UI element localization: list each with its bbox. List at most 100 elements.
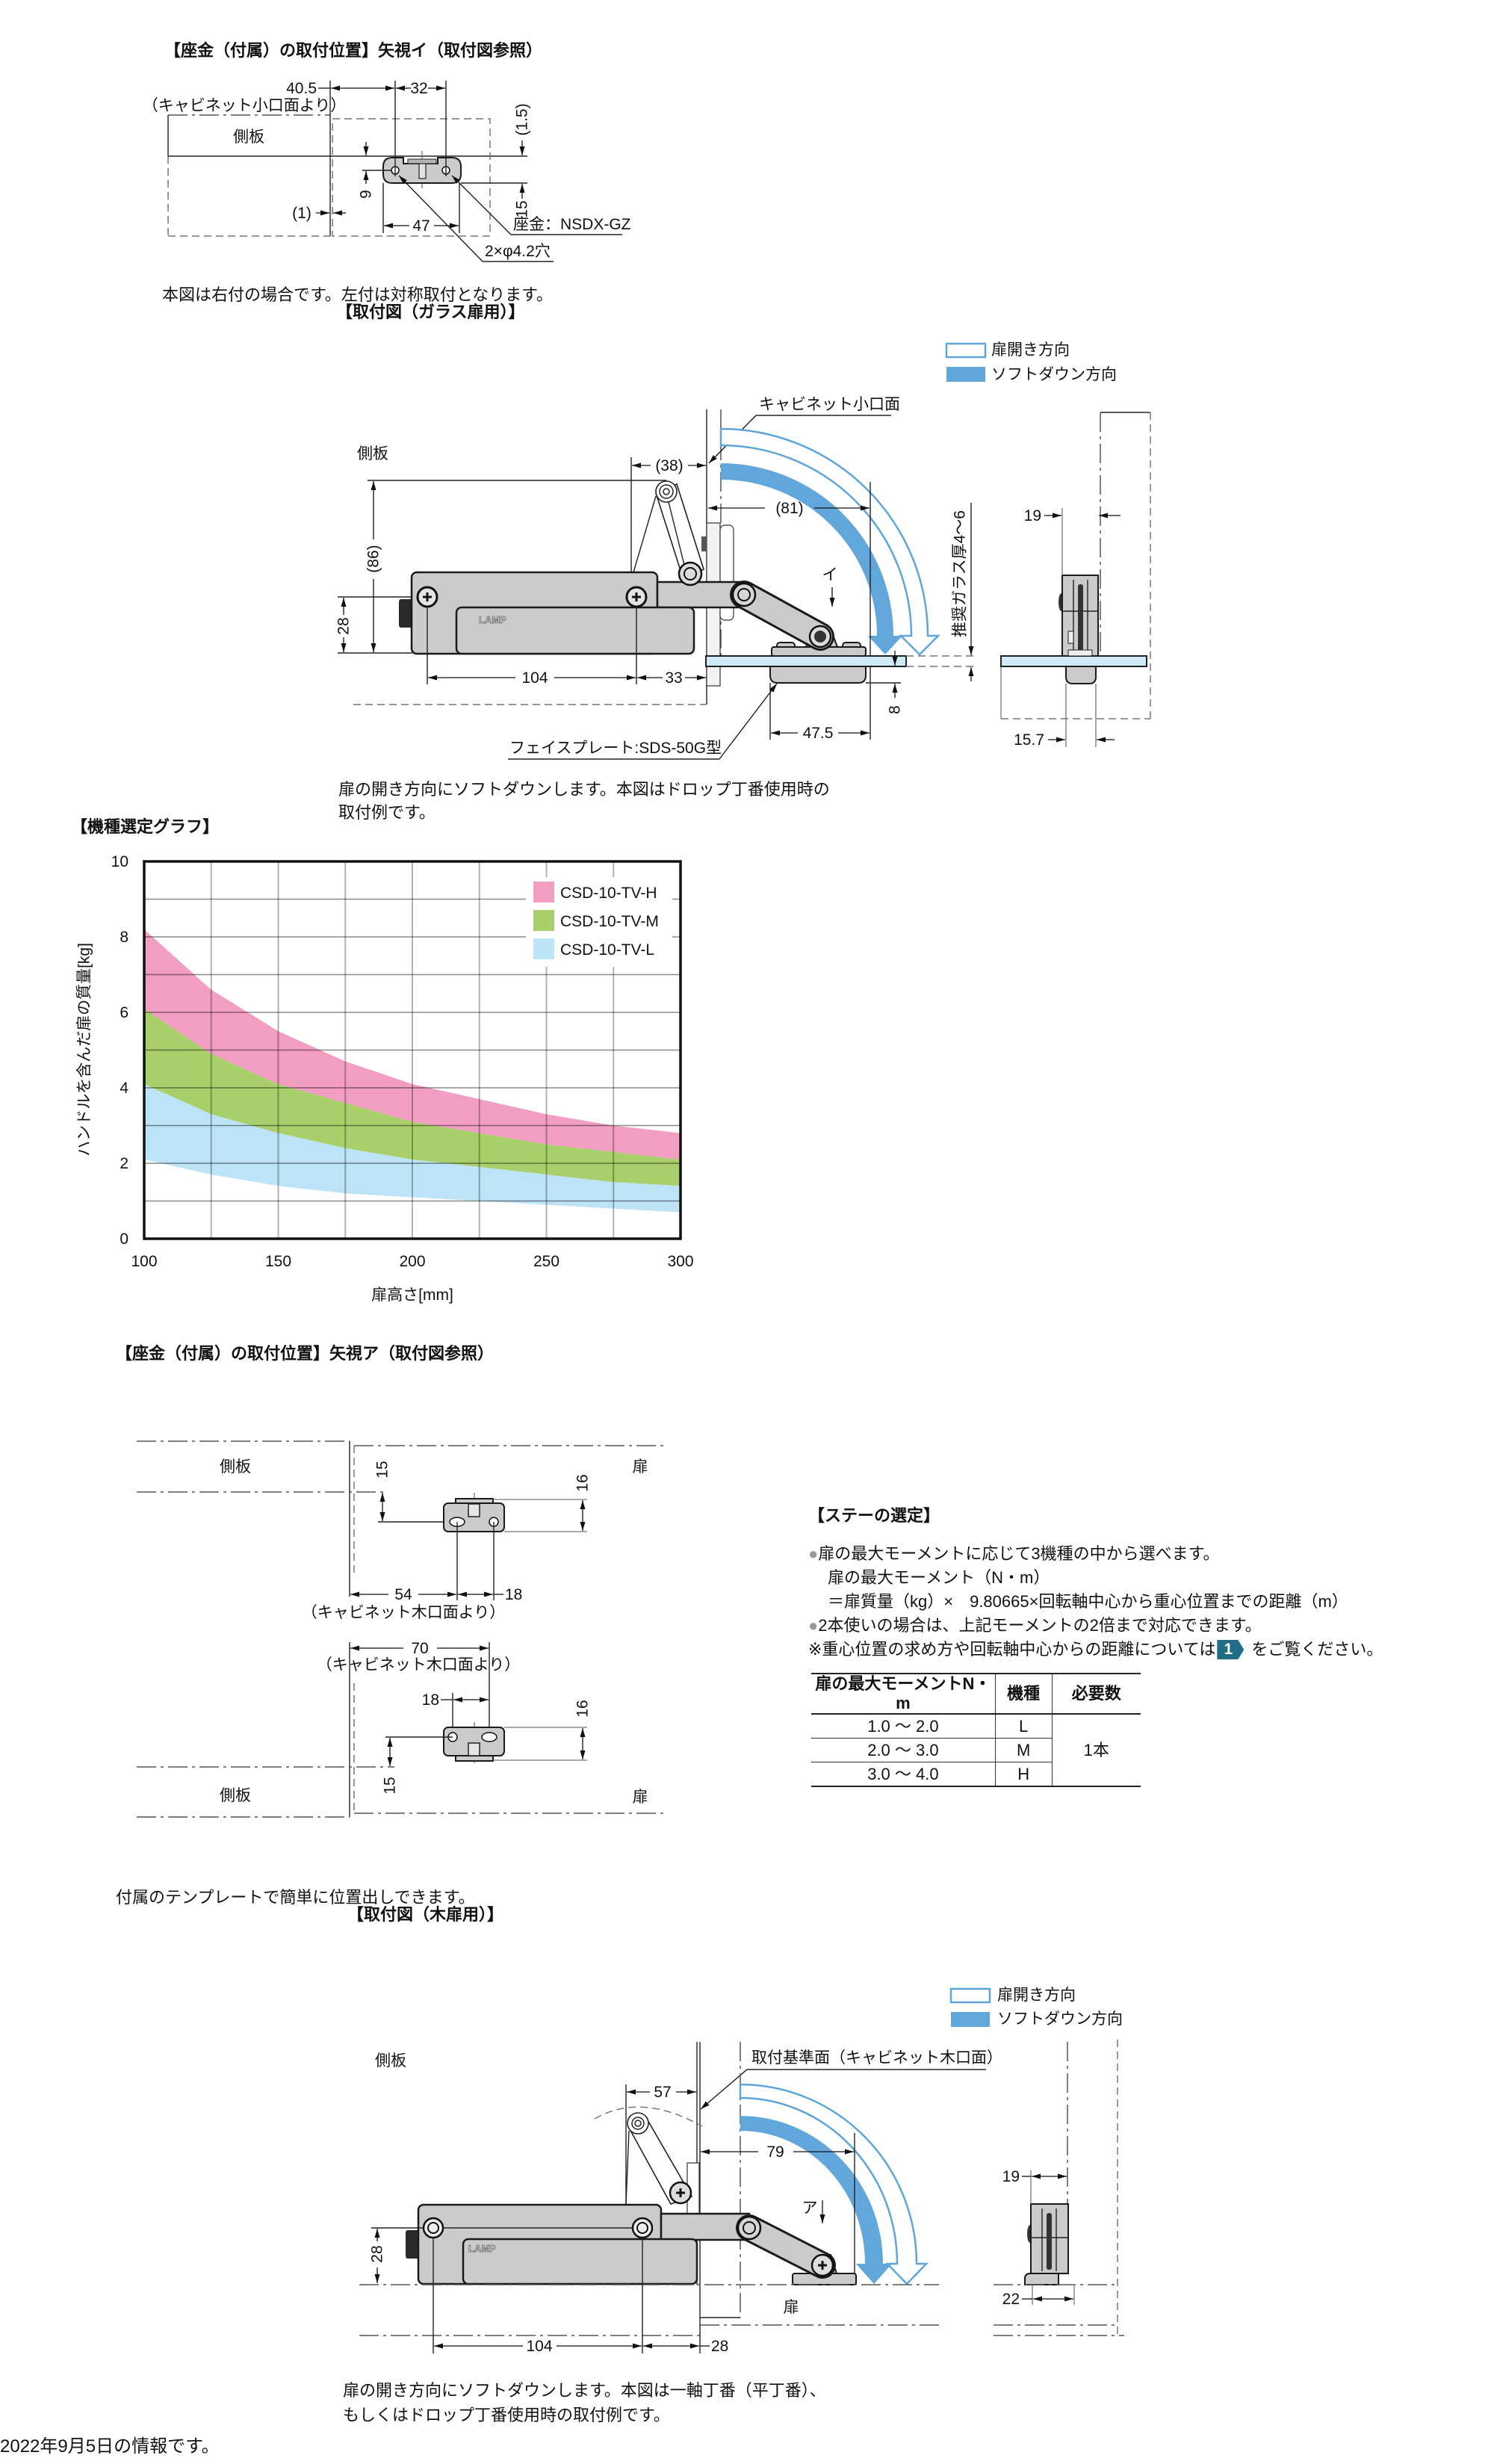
chart-plot-border [143,860,682,1240]
door-arm [732,583,832,648]
selection-graph-title: 【機種選定グラフ】 [71,817,220,836]
adjuster-knob [399,599,413,628]
wood-legend-open-label: 扉開き方向 [997,1987,1076,2004]
from-cabinet-edge-label: （キャビネット木口面より） [317,1656,521,1674]
hinge-knob [701,536,707,551]
stay-arm-bar [660,2212,751,2241]
leader-arrow [719,683,778,760]
dim-54: 54 [394,1586,412,1603]
dim-19: 19 [1002,2168,1020,2185]
chart-y-axis-title: ハンドルを含んだ扉の質量[kg] [76,943,93,1157]
glass-legend-softdown-label: ソフトダウン方向 [991,366,1117,383]
washer-screw [468,1503,480,1517]
stay-cover [462,2238,698,2285]
washer-screw [418,163,427,179]
glass-thickness-label: 推奨ガラス厚4〜6 [952,510,969,637]
bullet-icon: ● [808,1544,819,1563]
pivot-icon [678,561,703,586]
stay-reference-before: ※重心位置の求め方や回転軸中心からの距離については [808,1640,1216,1659]
dim-15: 15 [374,1461,391,1478]
dim-hole-height: 9 [358,190,375,199]
brand-logo: LAMP [468,2243,496,2254]
legend-open-direction-swatch [945,342,987,359]
wood-install-diagram: 側板 取付基準面（キャビネット木口面） 57 79 [359,1987,1124,2355]
table-cell-moment: 2.0 ～ 3.0 [811,1738,996,1762]
adjuster-knob [406,2230,420,2259]
table-header-count: 必要数 [1052,1673,1141,1715]
pivot-icon [737,2215,762,2241]
washer-view-a-title: 【座金（付属）の取付位置】矢視ア（取付図参照） [116,1344,495,1363]
pivot-ring [631,2117,645,2130]
glass-door-side [1000,655,1147,667]
dim-18: 18 [505,1586,522,1603]
glass-install-title: 【取付図（ガラス扉用）】 [336,303,525,321]
side-panel-label: 側板 [220,1458,251,1476]
chart-x-tick-label: 100 [131,1253,157,1270]
pivot-ring [743,2221,756,2235]
chart-legend-label: CSD-10-TV-M [560,913,659,930]
chart-y-tick-label: 0 [120,1231,128,1248]
pivot-ring [659,484,674,499]
table-cell-model: M [995,1738,1053,1762]
legend-open-direction-swatch [949,1987,991,2004]
dim-8: 8 [887,705,904,714]
wood-caption-line-2: もしくはドロップ丁番使用時の取付例です。 [343,2406,670,2424]
pivot-ring [634,2120,642,2127]
link-edge [633,495,657,573]
view-arrow-label: ア [802,2200,818,2217]
pivot-icon [731,582,757,607]
side-panel-label: 側板 [233,129,264,146]
dim-104: 104 [526,2338,552,2355]
side-panel-label: 側板 [357,445,388,462]
chart-legend-label: CSD-10-TV-H [560,885,657,902]
dim-edge-gap: (1) [292,205,311,222]
screw-icon [669,2181,692,2205]
chart-y-tick-label: 4 [120,1080,128,1097]
pivot-center [814,631,826,643]
stay-line-1-text: 扉の最大モーメントに応じて3機種の中から選べます。 [818,1544,1220,1563]
legend-softdown-swatch [946,367,985,382]
glass-install-diagram: 側板 キャビネット小口面 (38) (81) (86 [335,342,1151,760]
dim-height: 15 [514,200,531,217]
dim-hole-pitch: 32 [410,80,427,97]
softdown-direction-arrow-icon [721,463,902,654]
pivot-icon [655,480,678,503]
side-panel-label: 側板 [375,2052,406,2070]
glass-caption-line-2: 取付例です。 [338,803,436,822]
chart-y-tick-label: 10 [111,853,128,870]
washer-view-a-diagram: 側板 扉 15 16 54 18 [137,1440,663,1818]
door-label: 扉 [784,2299,799,2316]
washer-view-i-note: 本図は右付の場合です。左付は対称取付となります。 [162,285,553,304]
link-edge [667,498,686,572]
door-plate-side [1024,2273,1059,2285]
stay-line-1: ●扉の最大モーメントに応じて3機種の中から選べます。 [808,1544,1219,1564]
dim-86: (86) [365,545,382,572]
softdown-direction-arrow-icon [740,2116,892,2284]
table-row: 2.0 ～ 3.0 M [811,1738,1141,1762]
washer-screw [468,1742,480,1756]
dim-38: (38) [655,457,683,474]
chart-grid [144,861,681,1239]
wood-install-title: 【取付図（木扉用）】 [347,1905,504,1924]
dim-15-7: 15.7 [1014,731,1044,749]
face-plate-label: フェイスプレート:SDS-50G型 [509,740,722,757]
stay-line-2-text: 2本使いの場合は、上記モーメントの2倍まで対応できます。 [818,1616,1262,1635]
pivot-icon [627,2112,649,2135]
table-cell-model: H [995,1762,1053,1787]
screw-icon [416,586,438,608]
table-header-model: 機種 [995,1673,1053,1715]
face-plate-sds-50g [769,666,867,684]
washer-view-a-note: 付属のテンプレートで簡単に位置出しできます。 [116,1888,475,1907]
screw-icon [625,586,648,608]
stay-formula: ＝扉質量（kg）× 9.80665×回転軸中心から重心位置までの距離（m） [828,1592,1348,1611]
reference-badge-link[interactable]: 1 [1217,1640,1245,1659]
dim-47-5: 47.5 [803,725,834,742]
table-cell-moment: 3.0 ～ 4.0 [811,1762,996,1787]
bolt-head [1067,631,1074,644]
table-cell-model: L [995,1714,1053,1739]
